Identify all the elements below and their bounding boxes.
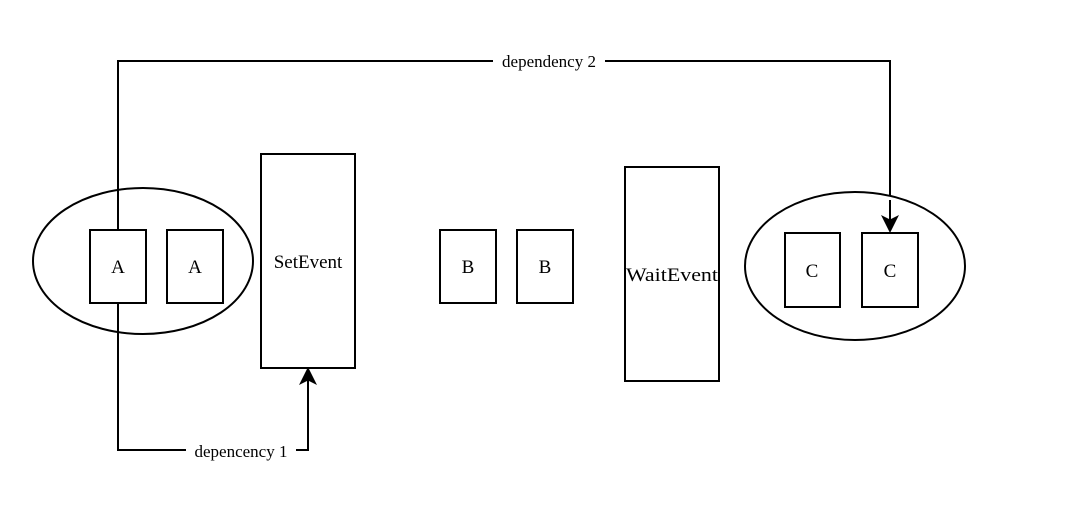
box-c-2-label: C (884, 261, 897, 282)
set-event-label: SetEvent (274, 252, 343, 273)
edge-label-bg-1 (186, 441, 296, 461)
box-b-2-label: B (539, 257, 552, 278)
group-c-ellipse[interactable] (744, 191, 966, 341)
edge-label-bg-2 (493, 51, 605, 71)
set-event-box[interactable]: SetEvent (260, 153, 356, 369)
edge-dependency-2[interactable] (117, 60, 899, 233)
box-b-1-label: B (462, 257, 475, 278)
box-a-1[interactable]: A (89, 229, 147, 304)
box-b-1[interactable]: B (439, 229, 497, 304)
box-c-1-label: C (806, 261, 819, 282)
box-c-1[interactable]: C (784, 232, 841, 308)
box-a-2-label: A (188, 257, 202, 278)
wait-event-label: WaitEvent (626, 265, 719, 286)
box-c-2[interactable]: C (861, 232, 919, 308)
box-a-1-label: A (111, 257, 125, 278)
wait-event-box[interactable]: WaitEvent (624, 166, 720, 382)
box-a-2[interactable]: A (166, 229, 224, 304)
edge-label-dependency-1: depencency 1 (195, 442, 288, 461)
edge-label-dependency-2: dependency 2 (502, 52, 596, 71)
box-b-2[interactable]: B (516, 229, 574, 304)
